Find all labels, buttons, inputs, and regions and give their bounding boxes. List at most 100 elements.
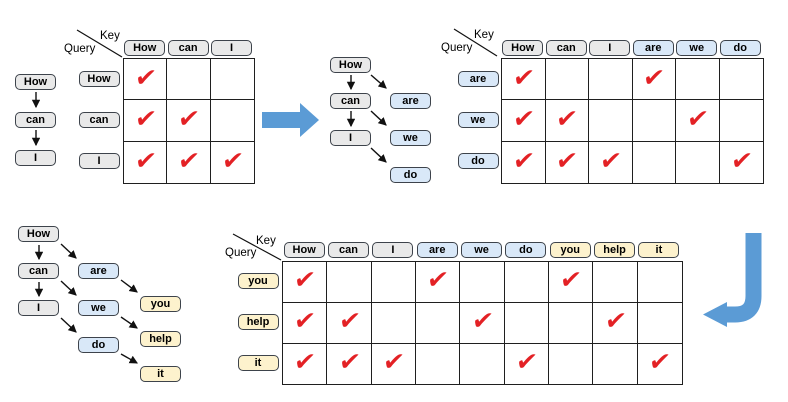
- token-do: do: [457, 153, 499, 170]
- cell-help-it: [637, 303, 683, 344]
- cell-you-we: [460, 262, 505, 303]
- cell-it-you: [549, 343, 594, 385]
- axis-separator-line-2: [453, 28, 498, 57]
- token-it: it: [140, 366, 181, 382]
- token-How: How: [78, 70, 120, 87]
- checkmark-icon: ✔: [292, 307, 318, 336]
- token-I: I: [330, 130, 371, 146]
- arrow-can-to-we-3: [60, 280, 77, 296]
- token-can: can: [330, 93, 371, 109]
- token-we: we: [457, 112, 499, 129]
- token-I: I: [372, 242, 414, 258]
- cell-help-do: [504, 302, 550, 344]
- key-axis-label-2: Key: [474, 29, 494, 41]
- query-axis-label-3: Query: [225, 247, 257, 259]
- cell-do-are: [633, 141, 676, 184]
- cell-are-How: ✔: [502, 59, 546, 101]
- cell-help-help: ✔: [593, 302, 638, 344]
- cell-it-do: ✔: [505, 343, 550, 385]
- token-it: it: [237, 354, 279, 371]
- cell-you-it: [637, 262, 683, 303]
- cell-it-I: ✔: [372, 343, 417, 385]
- token-help: help: [594, 242, 636, 258]
- token-we: we: [676, 40, 718, 56]
- token-How: How: [330, 57, 371, 73]
- token-How: How: [15, 74, 56, 90]
- cell-are-are: ✔: [632, 59, 676, 101]
- query-axis-label-1: Query: [64, 43, 96, 55]
- cell-we-I: [589, 100, 633, 142]
- checkmark-icon: ✔: [425, 266, 451, 295]
- cell-help-we: ✔: [460, 302, 505, 344]
- arrow-i-to-do-3: [60, 317, 77, 333]
- token-How: How: [283, 242, 325, 258]
- token-are: are: [416, 242, 458, 258]
- cell-you-I: [371, 262, 417, 303]
- cell-it-How: ✔: [283, 343, 328, 385]
- cell-you-you: ✔: [549, 262, 594, 303]
- cell-it-it: ✔: [638, 344, 682, 385]
- token-are: are: [390, 93, 431, 109]
- step-right-arrow: [262, 103, 319, 137]
- cell-can-How: ✔: [124, 100, 168, 142]
- cell-help-How: ✔: [283, 302, 328, 344]
- token-do: do: [390, 167, 431, 183]
- checkmark-icon: ✔: [292, 348, 318, 377]
- cell-you-are: ✔: [416, 262, 461, 303]
- cell-it-help: [593, 343, 638, 385]
- cell-are-we: [676, 59, 720, 101]
- step-down-left-arrow: [703, 233, 762, 327]
- token-you: you: [549, 242, 591, 258]
- arrow-are-to-you: [120, 279, 138, 293]
- arrow-how-to-are-3: [60, 243, 77, 259]
- token-we: we: [390, 130, 431, 146]
- token-I: I: [78, 153, 120, 170]
- token-I: I: [15, 150, 56, 166]
- axis-separator-line-3: [232, 233, 282, 261]
- token-can: can: [328, 242, 370, 258]
- token-are: are: [632, 40, 674, 56]
- cell-help-you: [549, 302, 594, 344]
- cell-we-can: ✔: [545, 100, 589, 142]
- query-axis-label-2: Query: [441, 42, 473, 54]
- down-left-arrow-head: [703, 302, 727, 327]
- checkmark-icon: ✔: [381, 348, 407, 377]
- arrow-can-to-we-2: [370, 110, 387, 126]
- cell-you-can: [327, 262, 372, 303]
- token-do: do: [78, 337, 119, 353]
- cell-are-do: [719, 59, 763, 101]
- cell-it-can: ✔: [327, 343, 372, 385]
- cell-help-can: ✔: [327, 302, 372, 344]
- cell-we-we: ✔: [676, 100, 720, 142]
- token-help: help: [140, 331, 181, 347]
- arrow-do-to-it: [120, 353, 138, 364]
- checkmark-icon: ✔: [469, 307, 495, 336]
- cell-do-I: ✔: [589, 141, 633, 184]
- cell-we-How: ✔: [502, 100, 546, 142]
- checkmark-icon: ✔: [292, 266, 318, 295]
- token-I: I: [589, 40, 631, 56]
- token-can: can: [545, 40, 587, 56]
- arrow-how-to-are-2: [370, 74, 387, 89]
- cell-help-I: [371, 302, 417, 344]
- checkmark-icon: ✔: [336, 307, 362, 336]
- token-you: you: [140, 296, 181, 312]
- token-do: do: [719, 40, 761, 56]
- step1-attention-matrix: ✔✔✔✔✔✔: [123, 58, 256, 185]
- cell-I-How: ✔: [124, 141, 168, 184]
- cell-you-do: [504, 262, 550, 303]
- cell-are-can: [545, 59, 589, 101]
- checkmark-icon: ✔: [647, 348, 673, 377]
- token-we: we: [461, 242, 503, 258]
- token-you: you: [237, 273, 279, 290]
- key-axis-label-1: Key: [100, 30, 120, 42]
- cell-we-do: [719, 100, 763, 142]
- cell-I-can: ✔: [167, 141, 211, 184]
